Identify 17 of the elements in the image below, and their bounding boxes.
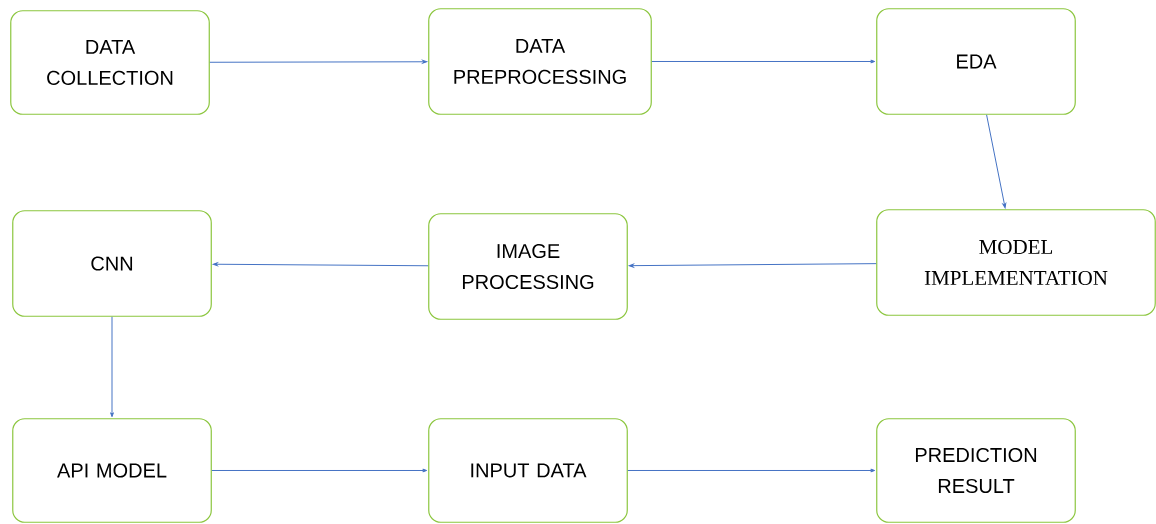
arrow: [110, 316, 114, 418]
arrow: [628, 263, 877, 268]
process-box: PREDICTION RESULT: [876, 418, 1076, 523]
process-box: DATA COLLECTION: [10, 10, 210, 115]
arrow: [211, 468, 428, 473]
process-box: MODEL IMPLEMENTATION: [876, 209, 1156, 316]
process-box: API MODEL: [12, 418, 212, 523]
arrow: [209, 59, 428, 64]
process-box: INPUT DATA: [428, 418, 628, 523]
arrow: [651, 59, 876, 64]
arrow: [212, 262, 429, 267]
process-box: IMAGE PROCESSING: [428, 213, 628, 320]
arrow: [986, 114, 1007, 209]
process-box: CNN: [12, 210, 212, 317]
arrow: [627, 468, 876, 473]
process-box: EDA: [876, 8, 1076, 115]
process-box: DATA PREPROCESSING: [428, 8, 652, 115]
